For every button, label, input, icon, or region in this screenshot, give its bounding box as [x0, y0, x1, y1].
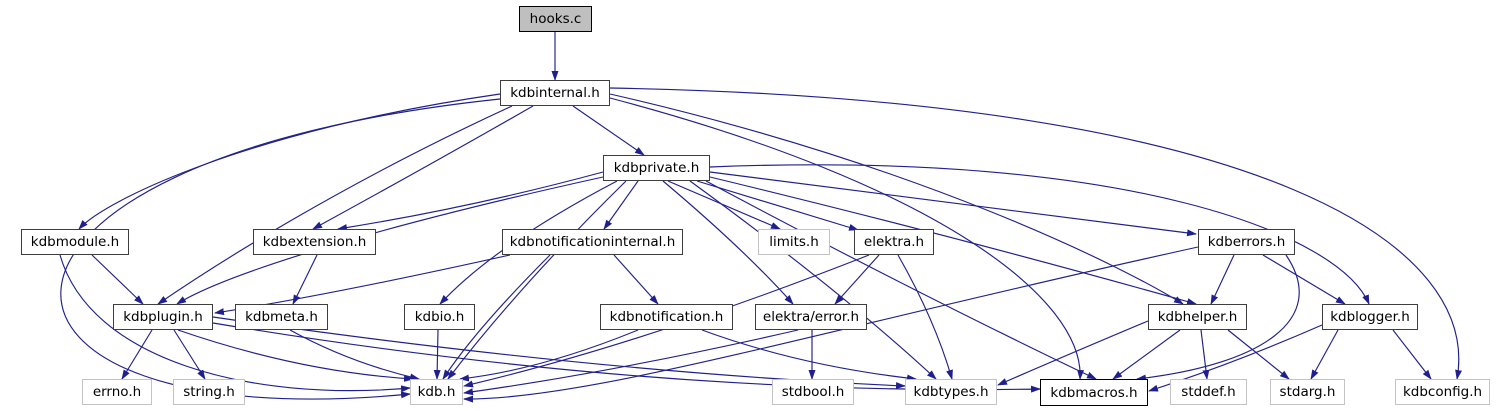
node-kdbmodule-h[interactable]: kdbmodule.h — [21, 229, 129, 255]
edge-elektra-h-to-kdb-h — [463, 254, 870, 388]
edge-elektra-error-h-to-kdb-h — [463, 329, 799, 396]
node-kdblogger-h[interactable]: kdblogger.h — [1322, 304, 1418, 330]
edge-layer — [59, 32, 1463, 403]
edge-kdbinternal-h-to-kdbhelper-h — [609, 93, 1184, 305]
edge-kdbprivate-h-to-kdbnotificationinternal-h — [603, 180, 639, 230]
edge-kdbinternal-h-to-kdbplugin-h — [157, 105, 513, 305]
edge-kdberrors-h-to-kdb-h — [463, 246, 1199, 403]
edge-kdberrors-h-to-kdbmacros-h — [1136, 254, 1300, 382]
node-stddef-h[interactable]: stddef.h — [1170, 379, 1247, 405]
node-string-h[interactable]: string.h — [173, 379, 245, 405]
edge-kdbprivate-h-to-kdbhelper-h — [709, 176, 1197, 305]
node-limits-h[interactable]: limits.h — [758, 229, 830, 255]
node-kdbmacros-h[interactable]: kdbmacros.h — [1040, 379, 1148, 406]
edge-kdbprivate-h-to-kdbtypes-h — [689, 180, 937, 380]
edge-kdbnotificationinternal-h-to-kdb-h — [442, 254, 551, 380]
node-kdbnotification-h[interactable]: kdbnotification.h — [600, 304, 733, 330]
node-kdbextension-h[interactable]: kdbextension.h — [253, 229, 376, 255]
node-kdbinternal-h[interactable]: kdbinternal.h — [500, 80, 610, 106]
edge-kdbmeta-h-to-kdb-h — [289, 329, 420, 381]
edge-kdbprivate-h-to-kdblogger-h — [709, 164, 1370, 305]
edge-kdbprivate-h-to-kdbmacros-h — [705, 180, 1097, 380]
edge-kdbio-h-to-kdb-h — [433, 329, 441, 380]
node-hooks-c[interactable]: hooks.c — [519, 6, 592, 32]
edge-kdbinternal-h-to-kdbprivate-h — [572, 105, 645, 156]
node-elektra-error-h[interactable]: elektra/error.h — [755, 304, 867, 330]
node-stdarg-h[interactable]: stdarg.h — [1270, 379, 1345, 405]
edge-kdbprivate-h-to-elektra-error-h — [662, 180, 794, 305]
edge-elektra-h-to-kdbtypes-h — [897, 254, 953, 380]
node-kdbio-h[interactable]: kdbio.h — [404, 304, 475, 330]
edge-kdblogger-h-to-kdbmacros-h — [1148, 324, 1323, 392]
edge-kdberrors-h-to-kdbhelper-h — [1210, 254, 1235, 305]
edge-kdbmodule-h-to-kdb-h — [59, 254, 411, 393]
edge-kdbhelper-h-to-stdarg-h — [1227, 329, 1290, 380]
edge-kdbextension-h-to-kdbmeta-h — [292, 254, 318, 305]
edge-kdblogger-h-to-stdarg-h — [1310, 329, 1339, 380]
node-kdberrors-h[interactable]: kdberrors.h — [1198, 229, 1295, 255]
node-kdbconfig-h[interactable]: kdbconfig.h — [1395, 379, 1490, 405]
node-kdbhelper-h[interactable]: kdbhelper.h — [1148, 304, 1247, 330]
edge-kdbprivate-h-to-kdberrors-h — [709, 171, 1197, 237]
edge-kdbinternal-h-to-kdbmodule-h — [78, 93, 501, 230]
edge-elektra-h-to-elektra-error-h — [834, 254, 880, 305]
node-elektra-h[interactable]: elektra.h — [854, 229, 934, 255]
edge-kdbplugin-h-to-errno-h — [121, 329, 153, 380]
edge-kdbhelper-h-to-kdbtypes-h — [997, 320, 1149, 386]
node-kdbprivate-h[interactable]: kdbprivate.h — [603, 155, 710, 181]
edge-kdbprivate-h-to-limits-h — [667, 180, 781, 230]
edge-kdbnotification-h-to-kdb-h — [459, 329, 639, 382]
edge-kdbprivate-h-to-kdb-h — [447, 180, 627, 380]
edge-kdbmodule-h-to-kdbplugin-h — [91, 254, 144, 305]
edge-kdbinternal-h-to-kdbmacros-h — [609, 97, 1085, 380]
node-stdbool-h[interactable]: stdbool.h — [772, 379, 854, 405]
edge-kdbnotificationinternal-h-to-kdbnotification-h — [613, 254, 659, 305]
node-kdbnotificationinternal-h[interactable]: kdbnotificationinternal.h — [502, 229, 683, 255]
node-kdbplugin-h[interactable]: kdbplugin.h — [113, 304, 213, 330]
edge-kdbinternal-h-to-kdbextension-h — [312, 105, 534, 230]
node-errno-h[interactable]: errno.h — [82, 379, 152, 405]
edge-kdblogger-h-to-kdbconfig-h — [1392, 329, 1432, 380]
edge-kdbhelper-h-to-kdbmacros-h — [1112, 329, 1181, 380]
edge-kdbnotification-h-to-kdbtypes-h — [701, 329, 917, 382]
edge-kdbplugin-h-to-string-h — [173, 329, 206, 380]
node-kdbmeta-h[interactable]: kdbmeta.h — [235, 304, 328, 330]
edge-kdbinternal-h-to-kdbconfig-h — [609, 87, 1463, 380]
edge-kdberrors-h-to-kdblogger-h — [1262, 254, 1346, 305]
edge-kdbplugin-h-to-kdb-h — [177, 329, 414, 382]
edge-kdbprivate-h-to-kdbextension-h — [337, 171, 604, 232]
node-kdb-h[interactable]: kdb.h — [410, 379, 463, 405]
node-kdbtypes-h[interactable]: kdbtypes.h — [905, 379, 997, 405]
